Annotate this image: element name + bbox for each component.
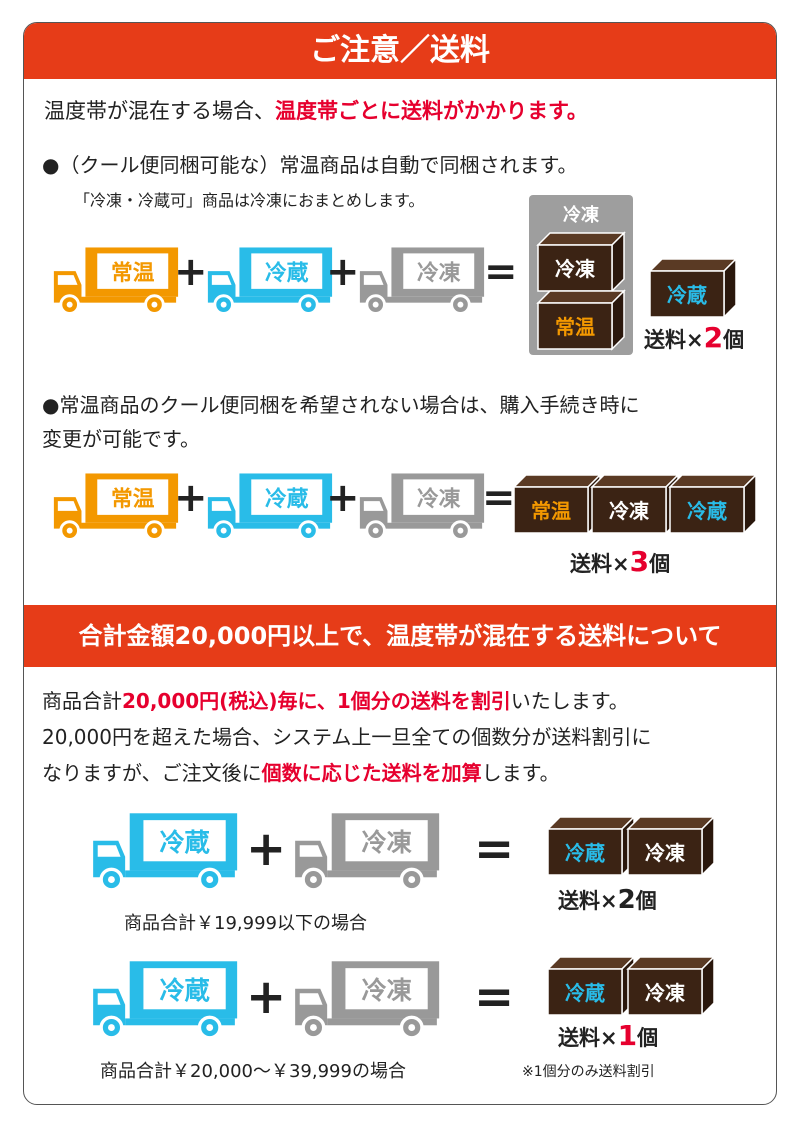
truck-chilled-icon: 冷蔵 bbox=[200, 471, 338, 541]
truck-frozen-label: 冷凍 bbox=[361, 828, 412, 857]
equals-sign: = bbox=[482, 475, 516, 521]
fee-count-case1: 送料×2個 bbox=[558, 885, 657, 915]
equals-sign: = bbox=[474, 821, 515, 877]
case2-caption: 商品合計￥20,000～￥39,999の場合 bbox=[100, 1061, 406, 1082]
box-frozen-icon: 冷凍 bbox=[590, 473, 680, 535]
truck-chilled-label: 冷蔵 bbox=[159, 828, 209, 857]
box-chilled-label: 冷蔵 bbox=[667, 283, 707, 307]
truck-frozen-icon: 冷凍 bbox=[352, 471, 490, 541]
bullet-opt-out-line2: 変更が可能です。 bbox=[42, 427, 200, 451]
truck-normal-label: 常温 bbox=[111, 260, 155, 286]
plus-sign: + bbox=[174, 249, 208, 295]
box-chilled-icon: 冷蔵 bbox=[546, 955, 636, 1017]
box-chilled-icon: 冷蔵 bbox=[648, 257, 738, 319]
truck-normal-icon: 常温 bbox=[46, 245, 184, 315]
intro-text: 温度帯が混在する場合、温度帯ごとに送料がかかります。 bbox=[44, 95, 588, 125]
case2-note: ※1個分のみ送料割引 bbox=[522, 1064, 655, 1080]
box-frozen-icon: 冷凍 bbox=[626, 815, 716, 877]
bullet-frozen-note: 「冷凍・冷蔵可」商品は冷凍におまとめします。 bbox=[74, 191, 425, 210]
plus-sign: + bbox=[246, 969, 287, 1025]
fee-count-2: 送料×2個 bbox=[644, 321, 745, 354]
box-normal-label: 常温 bbox=[531, 499, 571, 523]
box-normal-label: 常温 bbox=[555, 315, 595, 339]
shipping-notice-panel: ご注意／送料 温度帯が混在する場合、温度帯ごとに送料がかかります。 ●（クール便… bbox=[23, 22, 777, 1105]
truck-normal-label: 常温 bbox=[111, 486, 155, 512]
box-frozen-icon: 冷凍 bbox=[626, 955, 716, 1017]
truck-chilled-icon: 冷蔵 bbox=[200, 245, 338, 315]
intro-plain: 温度帯が混在する場合、 bbox=[44, 99, 275, 123]
intro-emphasis: 温度帯ごとに送料がかかります。 bbox=[275, 99, 588, 123]
box-frozen-icon: 冷凍 bbox=[536, 231, 626, 293]
frozen-group-label: 冷凍 bbox=[563, 205, 599, 226]
bullet-opt-out-line1: ●常温商品のクール便同梱を希望されない場合は、購入手続き時に bbox=[42, 393, 640, 417]
box-chilled-label: 冷蔵 bbox=[565, 841, 605, 865]
header-title: ご注意／送料 bbox=[24, 23, 776, 79]
box-frozen-label: 冷凍 bbox=[609, 499, 650, 523]
fee-count-case2: 送料×1個 bbox=[558, 1019, 659, 1052]
discount-line3: なりますが、ご注文後に個数に応じた送料を加算します。 bbox=[42, 761, 560, 785]
truck-frozen-icon: 冷凍 bbox=[286, 809, 446, 893]
truck-normal-icon: 常温 bbox=[46, 471, 184, 541]
equals-sign: = bbox=[484, 249, 518, 295]
box-chilled-icon: 冷蔵 bbox=[668, 473, 758, 535]
truck-frozen-label: 冷凍 bbox=[361, 976, 412, 1005]
plus-sign: + bbox=[326, 475, 360, 521]
truck-chilled-label: 冷蔵 bbox=[159, 976, 209, 1005]
box-normal-icon: 常温 bbox=[512, 473, 602, 535]
box-chilled-label: 冷蔵 bbox=[687, 499, 727, 523]
box-frozen-label: 冷凍 bbox=[645, 981, 686, 1005]
box-chilled-label: 冷蔵 bbox=[565, 981, 605, 1005]
truck-chilled-label: 冷蔵 bbox=[265, 486, 309, 512]
box-normal-icon: 常温 bbox=[536, 289, 626, 351]
box-frozen-label: 冷凍 bbox=[645, 841, 686, 865]
case1-caption: 商品合計￥19,999以下の場合 bbox=[124, 913, 367, 934]
truck-frozen-label: 冷凍 bbox=[417, 486, 461, 512]
equals-sign: = bbox=[474, 969, 515, 1025]
truck-frozen-icon: 冷凍 bbox=[286, 957, 446, 1041]
box-frozen-label: 冷凍 bbox=[555, 257, 596, 281]
discount-line2: 20,000円を超えた場合、システム上一旦全ての個数分が送料割引に bbox=[42, 725, 652, 749]
fee-count-3: 送料×3個 bbox=[570, 545, 671, 578]
truck-frozen-icon: 冷凍 bbox=[352, 245, 490, 315]
truck-chilled-icon: 冷蔵 bbox=[84, 957, 244, 1041]
plus-sign: + bbox=[326, 249, 360, 295]
discount-section-title: 合計金額20,000円以上で、温度帯が混在する送料について bbox=[24, 605, 776, 667]
truck-chilled-label: 冷蔵 bbox=[265, 260, 309, 286]
box-chilled-icon: 冷蔵 bbox=[546, 815, 636, 877]
plus-sign: + bbox=[174, 475, 208, 521]
plus-sign: + bbox=[246, 821, 287, 877]
bullet-auto-bundle: ●（クール便同梱可能な）常温商品は自動で同梱されます。 bbox=[42, 153, 578, 177]
truck-frozen-label: 冷凍 bbox=[417, 260, 461, 286]
discount-line1: 商品合計20,000円(税込)毎に、1個分の送料を割引いたします。 bbox=[42, 689, 629, 713]
truck-chilled-icon: 冷蔵 bbox=[84, 809, 244, 893]
